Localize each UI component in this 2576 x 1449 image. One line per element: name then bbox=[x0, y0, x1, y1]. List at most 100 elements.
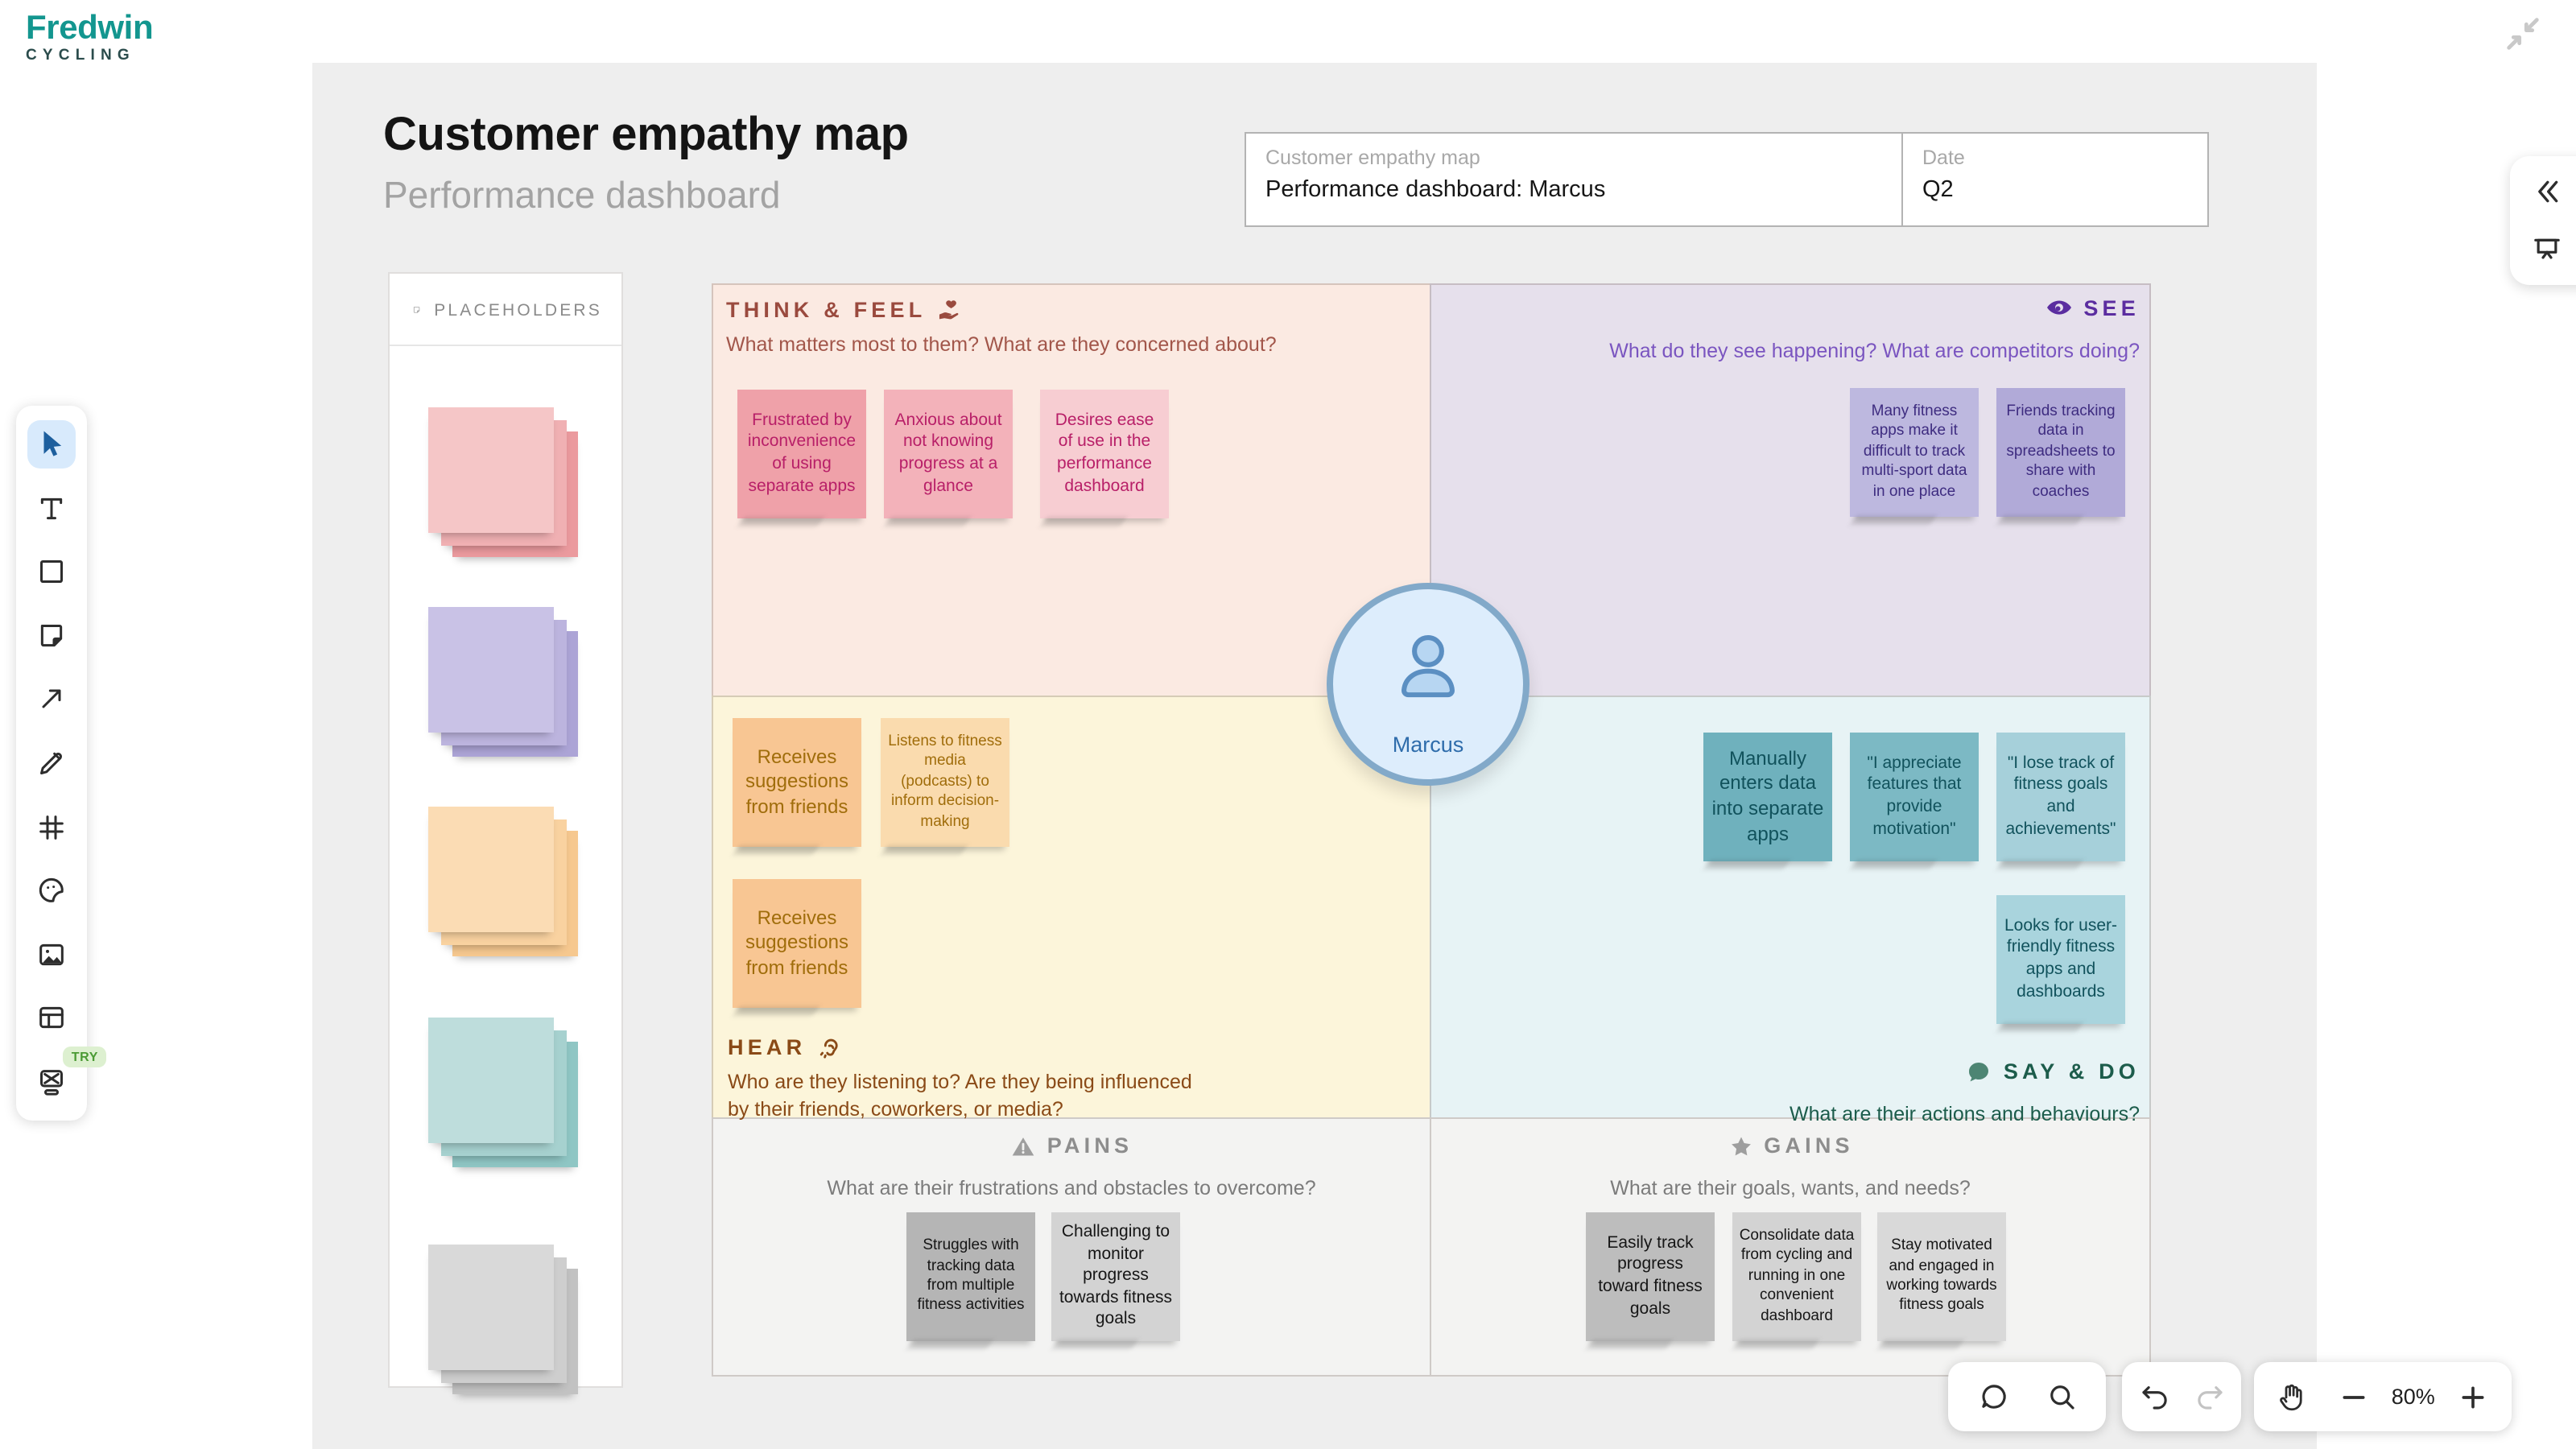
undo-button[interactable] bbox=[2132, 1374, 2177, 1419]
map-info-form: Customer empathy map Performance dashboa… bbox=[1245, 132, 2209, 227]
arrow-tool[interactable] bbox=[27, 675, 76, 724]
hear-header: HEAR Who are they listening to? Are they… bbox=[728, 1032, 1195, 1124]
sticky-note[interactable]: Stay motivated and engaged in working to… bbox=[1877, 1212, 2006, 1341]
cursor-icon bbox=[43, 430, 61, 456]
pen-icon bbox=[40, 752, 62, 774]
redo-icon bbox=[2197, 1386, 2222, 1410]
sticker-tool[interactable] bbox=[27, 866, 76, 914]
map-name-field[interactable]: Customer empathy map Performance dashboa… bbox=[1246, 134, 1903, 225]
image-tool[interactable] bbox=[27, 931, 76, 979]
sticky-note[interactable]: Listens to fitness media (podcasts) to i… bbox=[881, 718, 1009, 847]
hand-heart-icon bbox=[939, 299, 959, 319]
sticky-note[interactable]: "I appreciate features that provide moti… bbox=[1850, 733, 1979, 861]
placeholder-stack-teal[interactable] bbox=[428, 1018, 583, 1169]
wireframe-icon bbox=[40, 1070, 63, 1096]
stack-layer bbox=[428, 1018, 554, 1143]
page-title: Customer empathy map bbox=[383, 109, 909, 161]
person-icon bbox=[1402, 634, 1455, 698]
redo-button[interactable] bbox=[2186, 1374, 2231, 1419]
placeholders-panel: PLACEHOLDERS bbox=[388, 272, 623, 1394]
zoom-level[interactable]: 80% bbox=[2391, 1385, 2435, 1409]
pen-tool[interactable] bbox=[27, 739, 76, 787]
sticky-note[interactable]: Friends tracking data in spreadsheets to… bbox=[1996, 388, 2125, 517]
zoom-group: 80% bbox=[2254, 1362, 2512, 1431]
present-button[interactable] bbox=[2524, 227, 2570, 272]
sticky-note[interactable]: Looks for user-friendly fitness apps and… bbox=[1996, 895, 2125, 1024]
sticky-note[interactable]: Frustrated by inconvenience of using sep… bbox=[737, 390, 866, 518]
right-side-panel bbox=[2510, 156, 2576, 285]
sticky-note[interactable]: Manually enters data into separate apps bbox=[1703, 733, 1832, 861]
map-date-field[interactable]: Date Q2 bbox=[1903, 134, 2207, 225]
map-date-value[interactable]: Q2 bbox=[1922, 177, 1954, 203]
minus-icon bbox=[2342, 1395, 2364, 1398]
image-icon bbox=[39, 943, 64, 965]
sticky-note[interactable]: Receives suggestions from friends bbox=[733, 879, 861, 1008]
placeholder-stack-purple[interactable] bbox=[428, 607, 583, 758]
page-subtitle: Performance dashboard bbox=[383, 174, 781, 216]
map-name-value[interactable]: Performance dashboard: Marcus bbox=[1265, 177, 1606, 203]
placeholder-stack-pink[interactable] bbox=[428, 407, 583, 559]
undo-icon bbox=[2141, 1386, 2166, 1410]
stack-layer bbox=[428, 407, 554, 533]
pains-header: PAINS What are their frustrations and ob… bbox=[712, 1133, 1431, 1203]
map-date-label: Date bbox=[1922, 147, 1965, 169]
search-button[interactable] bbox=[2038, 1374, 2083, 1419]
gains-subtitle: What are their goals, wants, and needs? bbox=[1610, 1177, 1971, 1200]
frame-icon bbox=[39, 815, 64, 839]
plus-icon bbox=[2462, 1385, 2484, 1408]
text-icon bbox=[40, 497, 63, 519]
hand-tool-button[interactable] bbox=[2270, 1374, 2315, 1419]
sticker-smiley-icon bbox=[39, 878, 64, 903]
presentation-icon bbox=[2534, 238, 2560, 259]
hand-icon bbox=[2280, 1384, 2303, 1411]
speech-bubble-icon bbox=[1969, 1063, 1989, 1082]
search-icon bbox=[2050, 1385, 2074, 1410]
think-feel-subtitle: What matters most to them? What are they… bbox=[726, 333, 1277, 357]
sticky-note[interactable]: Desires ease of use in the performance d… bbox=[1040, 390, 1169, 518]
placeholder-stack-peach[interactable] bbox=[428, 807, 583, 958]
say-do-title: SAY & DO bbox=[2003, 1059, 2140, 1084]
hear-subtitle: Who are they listening to? Are they bein… bbox=[728, 1071, 1192, 1121]
table-tool[interactable] bbox=[27, 994, 76, 1042]
shape-tool[interactable] bbox=[27, 547, 76, 596]
sticky-note[interactable]: Consolidate data from cycling and runnin… bbox=[1732, 1212, 1861, 1341]
eye-icon bbox=[2047, 300, 2072, 315]
square-icon bbox=[40, 560, 63, 584]
persona-avatar[interactable]: Marcus bbox=[1327, 583, 1530, 786]
text-tool[interactable] bbox=[27, 484, 76, 532]
sticky-note[interactable]: Many fitness apps make it difficult to t… bbox=[1850, 388, 1979, 517]
comment-search-group bbox=[1948, 1362, 2106, 1431]
see-title: SEE bbox=[2083, 295, 2140, 320]
comment-button[interactable] bbox=[1971, 1374, 2016, 1419]
sticky-note[interactable]: Anxious about not knowing progress at a … bbox=[884, 390, 1013, 518]
hear-title: HEAR bbox=[728, 1035, 807, 1059]
gains-header: GAINS What are their goals, wants, and n… bbox=[1430, 1133, 2151, 1203]
sticky-note[interactable]: Easily track progress toward fitness goa… bbox=[1586, 1212, 1715, 1341]
star-icon bbox=[1731, 1137, 1751, 1156]
placeholders-header: PLACEHOLDERS bbox=[390, 274, 621, 346]
sticky-note[interactable]: Struggles with tracking data from multip… bbox=[906, 1212, 1035, 1341]
table-icon bbox=[39, 1007, 64, 1029]
think-feel-title: THINK & FEEL bbox=[726, 298, 927, 322]
frame-tool[interactable] bbox=[27, 803, 76, 851]
pains-title: PAINS bbox=[1046, 1133, 1133, 1158]
wireframe-tool[interactable] bbox=[27, 1058, 76, 1106]
placeholder-stack-gray[interactable] bbox=[428, 1245, 583, 1396]
sticky-note[interactable]: "I lose track of fitness goals and achie… bbox=[1996, 733, 2125, 861]
select-tool[interactable] bbox=[27, 420, 76, 469]
tools-toolbar: TRY bbox=[16, 406, 106, 1121]
minimize-icon[interactable] bbox=[2502, 13, 2544, 63]
say-do-header: SAY & DO What are their actions and beha… bbox=[1431, 1058, 2140, 1129]
sticky-note-tool[interactable] bbox=[27, 612, 76, 660]
sticky-note-icon bbox=[40, 624, 63, 646]
zoom-in-button[interactable] bbox=[2450, 1374, 2496, 1419]
collapse-panel-button[interactable] bbox=[2524, 169, 2570, 214]
sticky-note-icon bbox=[413, 307, 420, 313]
sticky-note[interactable]: Challenging to monitor progress towards … bbox=[1051, 1212, 1180, 1341]
sticky-note[interactable]: Receives suggestions from friends bbox=[733, 718, 861, 847]
brand-tagline: CYCLING bbox=[26, 47, 135, 64]
brand-name: Fredwin bbox=[26, 10, 154, 47]
zoom-out-button[interactable] bbox=[2330, 1374, 2376, 1419]
ear-icon bbox=[819, 1038, 837, 1058]
brand-logo: Fredwin CYCLING bbox=[26, 10, 154, 64]
